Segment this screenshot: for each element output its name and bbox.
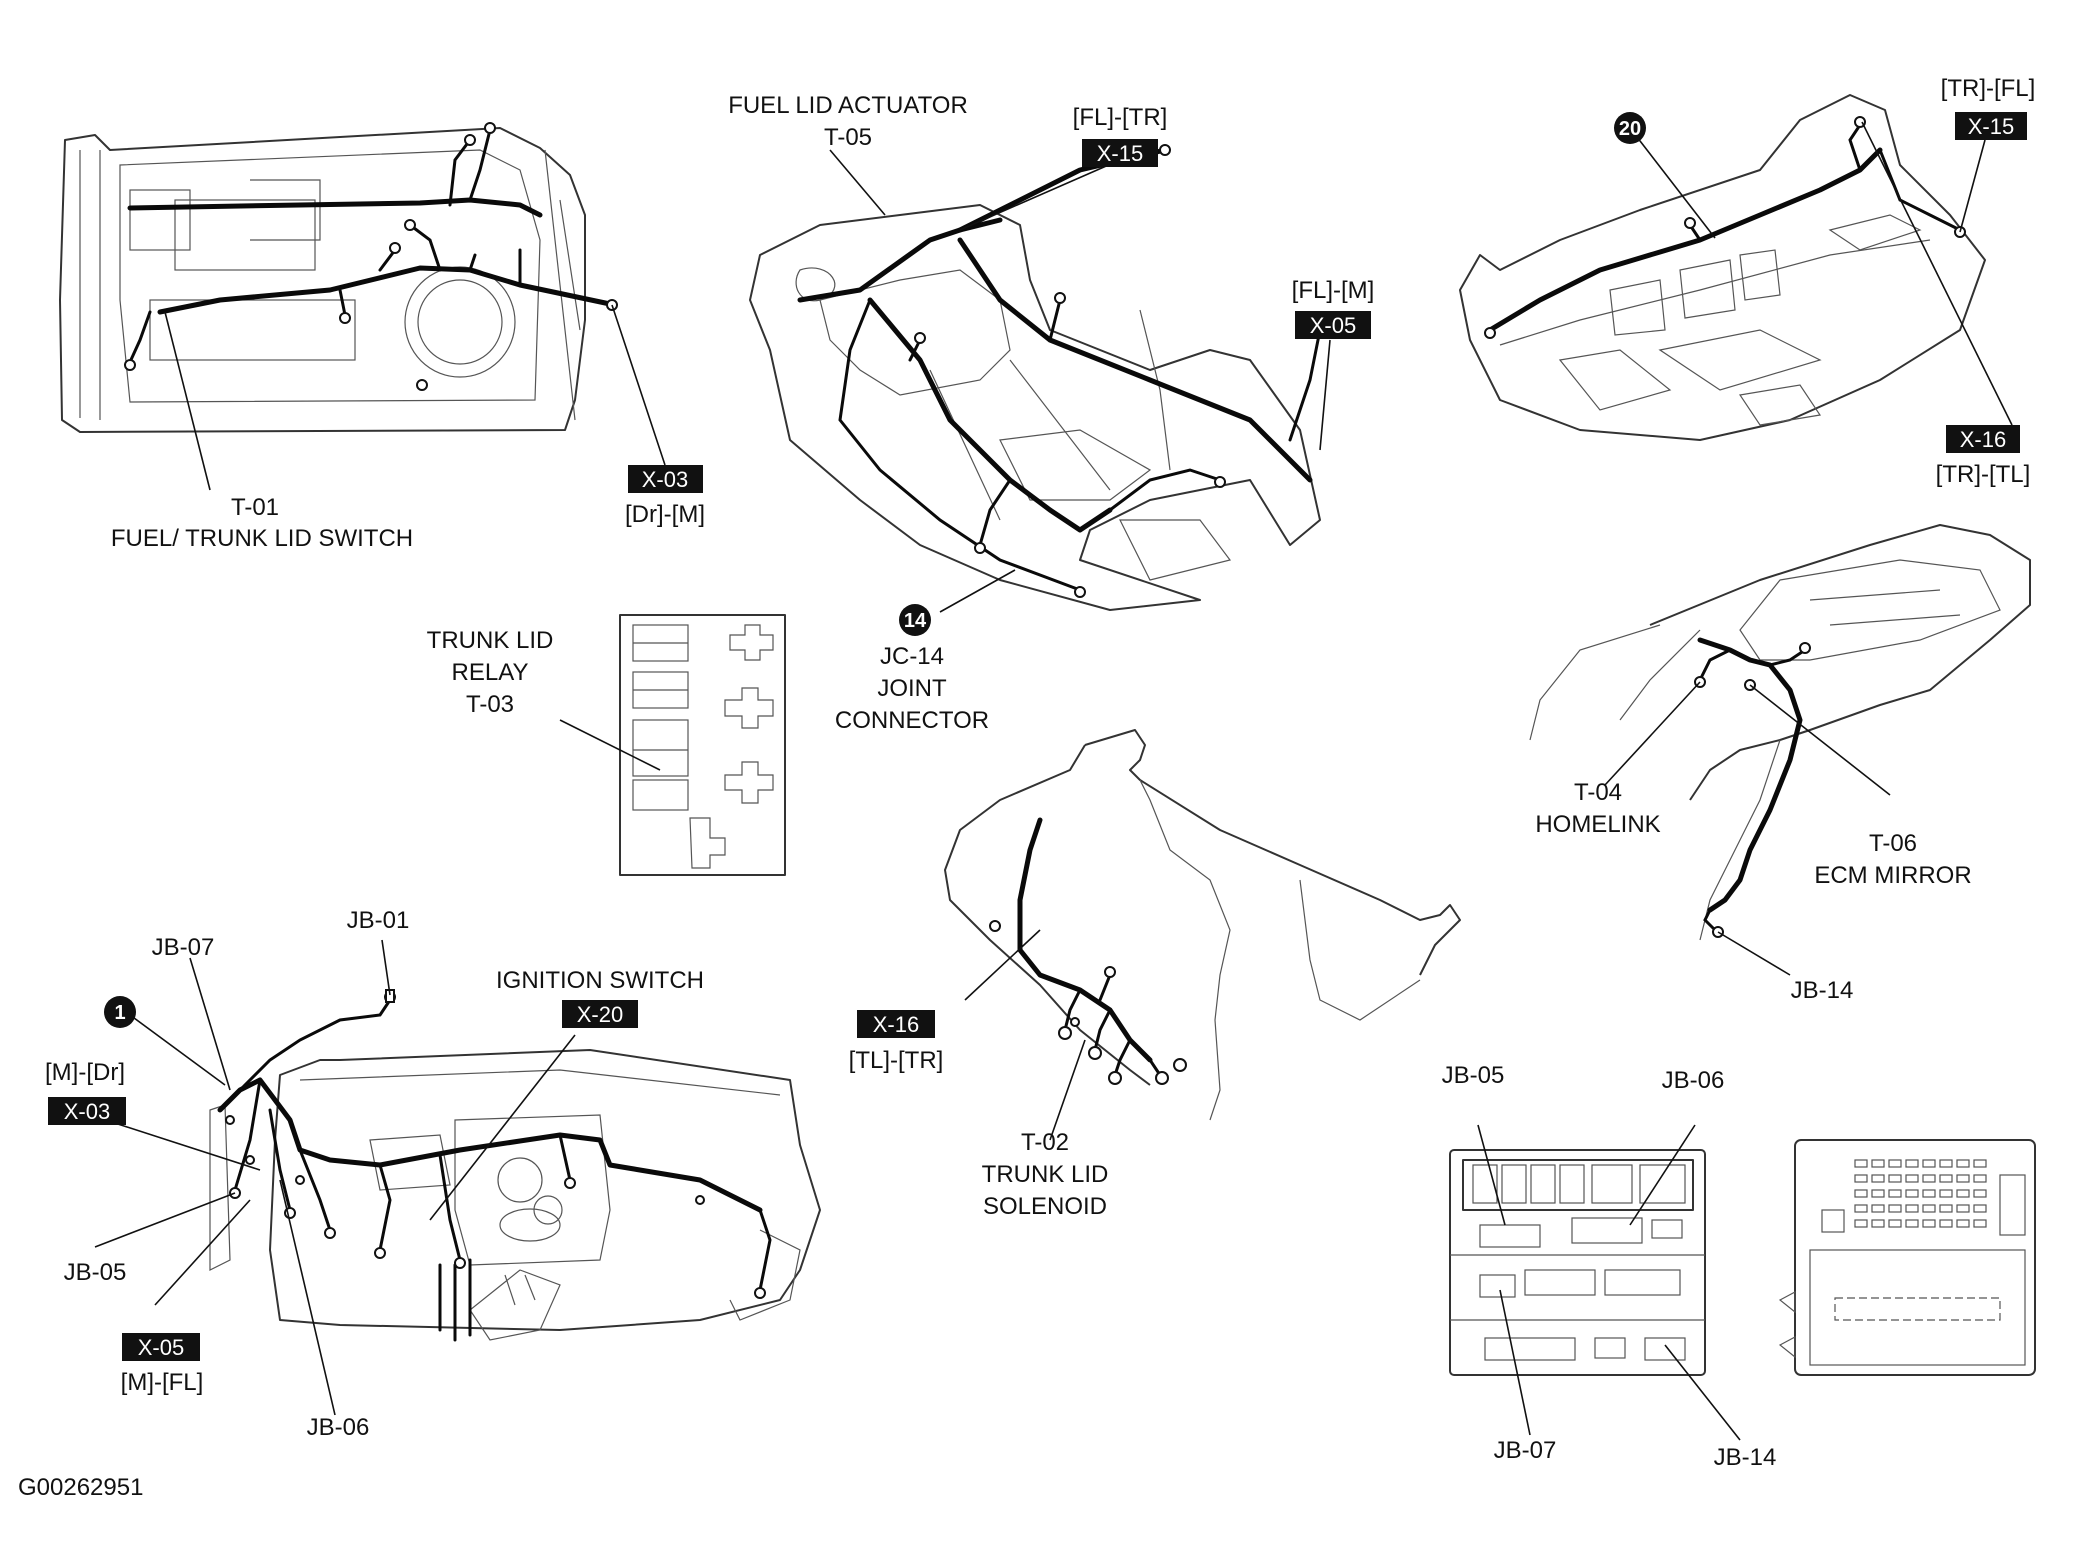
m-dr-label: [M]-[Dr]	[45, 1059, 125, 1086]
connector-tag-x16-lid: X-16	[857, 1010, 935, 1038]
connector-tag-x03-dash: X-03	[48, 1097, 126, 1125]
x15-floor-text: X-15	[1097, 141, 1143, 166]
connector-tag-x16-trunk: X-16	[1946, 425, 2020, 453]
callout-1: 1	[104, 996, 136, 1028]
fuse-grid	[1854, 1159, 1987, 1228]
t04-code-label: T-04	[1574, 779, 1622, 806]
x16-lid-text: X-16	[873, 1012, 919, 1037]
floor-harness-illustration	[749, 144, 1326, 611]
x16-trunk-text: X-16	[1960, 427, 2006, 452]
fuel-lid-actuator-label: FUEL LID ACTUATOR	[728, 92, 968, 119]
connector-tag-x20: X-20	[562, 1000, 638, 1028]
t02-label-2: TRUNK LID	[982, 1161, 1109, 1188]
dr-m-label: [Dr]-[M]	[625, 501, 705, 528]
trunk-relay-label-2: RELAY	[452, 659, 529, 686]
jb14-roof-label: JB-14	[1791, 977, 1854, 1004]
jc14-label-3: CONNECTOR	[835, 707, 989, 734]
trunk-relay-label-3: T-03	[466, 691, 514, 718]
tr-tl-label: [TR]-[TL]	[1936, 461, 2031, 488]
t01-code-label: T-01	[231, 494, 279, 521]
callout-1-text: 1	[114, 1002, 125, 1024]
junction-box-rear-illustration	[1778, 1139, 2036, 1376]
fl-m-label: [FL]-[M]	[1292, 277, 1375, 304]
t02-label-1: T-02	[1021, 1129, 1069, 1156]
connector-tag-x05-floor: X-05	[1295, 311, 1371, 339]
tr-fl-label: [TR]-[FL]	[1941, 75, 2036, 102]
trunk-lid-illustration	[944, 729, 1461, 1121]
t01-name-label: FUEL/ TRUNK LID SWITCH	[111, 525, 413, 552]
x20-text: X-20	[577, 1002, 623, 1027]
figure-id-label: G00262951	[18, 1474, 143, 1501]
connector-tag-x03-door: X-03	[628, 465, 703, 493]
m-fl-label: [M]-[FL]	[121, 1369, 204, 1396]
callout-20-text: 20	[1619, 118, 1641, 140]
connector-tag-x15-floor: X-15	[1082, 139, 1158, 167]
jb01-label: JB-01	[347, 907, 410, 934]
jb07-box-label: JB-07	[1494, 1437, 1557, 1464]
callout-20: 20	[1614, 112, 1646, 144]
dashboard-illustration	[209, 989, 821, 1342]
junction-box-front-illustration	[1449, 1149, 1706, 1376]
jb05-box-label: JB-05	[1442, 1062, 1505, 1089]
jb07-dash-label: JB-07	[152, 934, 215, 961]
leader-lines	[89, 121, 2013, 1441]
tl-tr-label: [TL]-[TR]	[849, 1047, 944, 1074]
jb06-dash-label: JB-06	[307, 1414, 370, 1441]
callout-14-text: 14	[904, 610, 927, 632]
ignition-switch-label: IGNITION SWITCH	[496, 967, 704, 994]
jb14-box-label: JB-14	[1714, 1444, 1777, 1471]
jc14-label-2: JOINT	[877, 675, 947, 702]
fuel-lid-actuator-code: T-05	[824, 124, 872, 151]
trunk-floor-illustration	[1459, 94, 1986, 441]
jc14-label-1: JC-14	[880, 643, 944, 670]
jb05-dash-label: JB-05	[64, 1259, 127, 1286]
callout-14: 14	[899, 604, 931, 636]
x05-floor-text: X-05	[1310, 313, 1356, 338]
x15-trunk-text: X-15	[1968, 114, 2014, 139]
connector-tag-x15-trunk: X-15	[1955, 112, 2027, 140]
x03-dash-text: X-03	[64, 1099, 110, 1124]
x03-door-text: X-03	[642, 467, 688, 492]
relay-box-illustration	[619, 614, 786, 876]
fl-tr-label: [FL]-[TR]	[1073, 104, 1168, 131]
t06-name-label: ECM MIRROR	[1814, 862, 1971, 889]
jb06-box-label: JB-06	[1662, 1067, 1725, 1094]
x05-dash-text: X-05	[138, 1335, 184, 1360]
t04-name-label: HOMELINK	[1535, 811, 1660, 838]
connector-tag-x05-dash: X-05	[122, 1333, 200, 1361]
t02-label-3: SOLENOID	[983, 1193, 1107, 1220]
door-panel-illustration	[59, 122, 618, 433]
t06-code-label: T-06	[1869, 830, 1917, 857]
trunk-relay-label-1: TRUNK LID	[427, 627, 554, 654]
